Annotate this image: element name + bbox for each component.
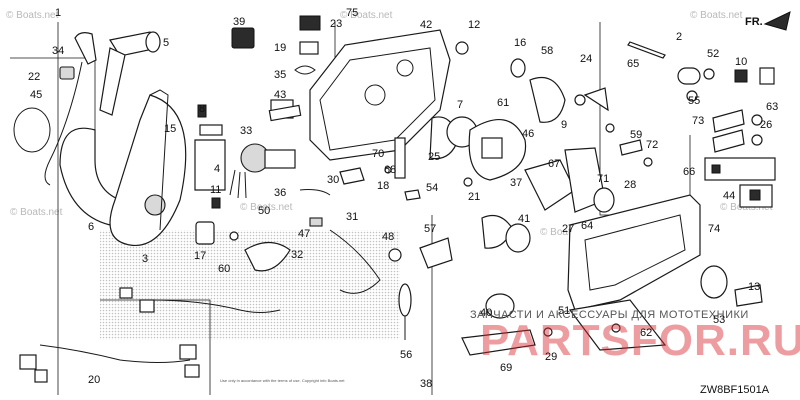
- boats-net-watermark: © Boats.net: [690, 10, 743, 21]
- callout-24: 24: [580, 53, 592, 65]
- callout-70: 70: [372, 148, 384, 160]
- fastener-parts: [605, 41, 775, 167]
- boats-net-watermark: © Boats.net: [10, 207, 63, 218]
- callout-69: 69: [500, 362, 512, 374]
- callout-72: 72: [646, 139, 658, 151]
- callout-17: 17: [194, 250, 206, 262]
- harness-75: [19, 287, 281, 383]
- callout-51: 51: [558, 305, 570, 317]
- label-44: [704, 157, 776, 181]
- callout-25: 25: [428, 151, 440, 163]
- callout-47: 47: [298, 228, 310, 240]
- callout-44: 44: [723, 190, 735, 202]
- callout-9: 9: [561, 119, 567, 131]
- callout-61: 61: [497, 97, 509, 109]
- callout-45: 45: [30, 89, 42, 101]
- callout-13: 13: [748, 281, 760, 293]
- callout-52: 52: [707, 48, 719, 60]
- footer-note: Use only in accordance with the terms of…: [220, 378, 345, 383]
- diagram-code: ZW8BF1501A: [700, 384, 770, 396]
- callout-10: 10: [735, 56, 747, 68]
- callout-12: 12: [468, 19, 480, 31]
- group-bracket: [100, 299, 211, 395]
- label-74: [739, 184, 773, 208]
- callout-8: 8: [199, 103, 205, 115]
- callout-37: 37: [510, 177, 522, 189]
- callout-5: 5: [163, 37, 169, 49]
- callout-63: 63: [766, 101, 778, 113]
- callout-33: 33: [240, 125, 252, 137]
- callout-71: 71: [597, 173, 609, 185]
- callout-48: 48: [382, 231, 394, 243]
- callout-75: 75: [346, 7, 358, 19]
- callout-68: 68: [384, 164, 396, 176]
- callout-58: 58: [541, 45, 553, 57]
- callout-62: 62: [640, 327, 652, 339]
- callout-56: 56: [400, 349, 412, 361]
- callout-27: 27: [562, 223, 574, 235]
- callout-67: 67: [548, 158, 560, 170]
- center-components: [339, 41, 615, 356]
- callout-4: 4: [214, 163, 220, 175]
- callout-15: 15: [164, 123, 176, 135]
- callout-36: 36: [274, 187, 286, 199]
- callout-54: 54: [426, 182, 438, 194]
- callout-18: 18: [377, 180, 389, 192]
- callout-32: 32: [291, 249, 303, 261]
- callout-34: 34: [52, 45, 64, 57]
- shop-watermark-text: ЗАПЧАСТИ И АКСЕССУАРЫ ДЛЯ МОТОТЕХНИКИ: [470, 309, 749, 321]
- callout-46: 46: [522, 128, 534, 140]
- callout-35: 35: [274, 69, 286, 81]
- callout-19: 19: [274, 42, 286, 54]
- callout-21: 21: [468, 191, 480, 203]
- svg-text:FR.: FR.: [745, 16, 763, 28]
- callout-59: 59: [630, 129, 642, 141]
- callout-28: 28: [624, 179, 636, 191]
- callout-73: 73: [692, 115, 704, 127]
- callout-40: 40: [480, 307, 492, 319]
- callout-31: 31: [346, 211, 358, 223]
- callout-38: 38: [420, 378, 432, 390]
- callout-1: 1: [55, 7, 61, 19]
- callout-20: 20: [88, 374, 100, 386]
- boats-net-watermark: © Boats.net: [240, 202, 293, 213]
- callout-7: 7: [457, 99, 463, 111]
- callout-30: 30: [327, 174, 339, 186]
- callout-74: 74: [708, 223, 720, 235]
- callout-66: 66: [683, 166, 695, 178]
- boats-net-watermark: © Boats.net: [6, 10, 59, 21]
- callout-29: 29: [545, 351, 557, 363]
- callout-41: 41: [518, 213, 530, 225]
- callout-23: 23: [330, 18, 342, 30]
- callout-42: 42: [420, 19, 432, 31]
- callout-2: 2: [676, 31, 682, 43]
- callout-22: 22: [28, 71, 40, 83]
- boats-net-watermark: © Boats.net: [540, 227, 593, 238]
- callout-57: 57: [424, 223, 436, 235]
- control-lever-assembly: [13, 31, 187, 247]
- boats-net-watermark: © Boats.net: [340, 10, 393, 21]
- shading-area: [100, 230, 400, 340]
- callout-65: 65: [627, 58, 639, 70]
- callout-64: 64: [581, 220, 593, 232]
- callout-55: 55: [688, 95, 700, 107]
- callout-53: 53: [713, 314, 725, 326]
- callout-26: 26: [760, 119, 772, 131]
- callout-43: 43: [274, 89, 286, 101]
- callout-11: 11: [210, 184, 221, 196]
- shop-watermark-logo: PARTSFOR.RU: [480, 316, 800, 365]
- knob-22: [59, 66, 75, 80]
- callout-16: 16: [514, 37, 526, 49]
- front-direction-arrow: FR.: [745, 11, 791, 31]
- housing-12: [268, 29, 451, 161]
- callout-39: 39: [233, 16, 245, 28]
- callout-6: 6: [88, 221, 94, 233]
- callout-50: 50: [258, 205, 270, 217]
- callout-60: 60: [218, 263, 230, 275]
- plate-13: [567, 194, 763, 351]
- callout-3: 3: [142, 253, 148, 265]
